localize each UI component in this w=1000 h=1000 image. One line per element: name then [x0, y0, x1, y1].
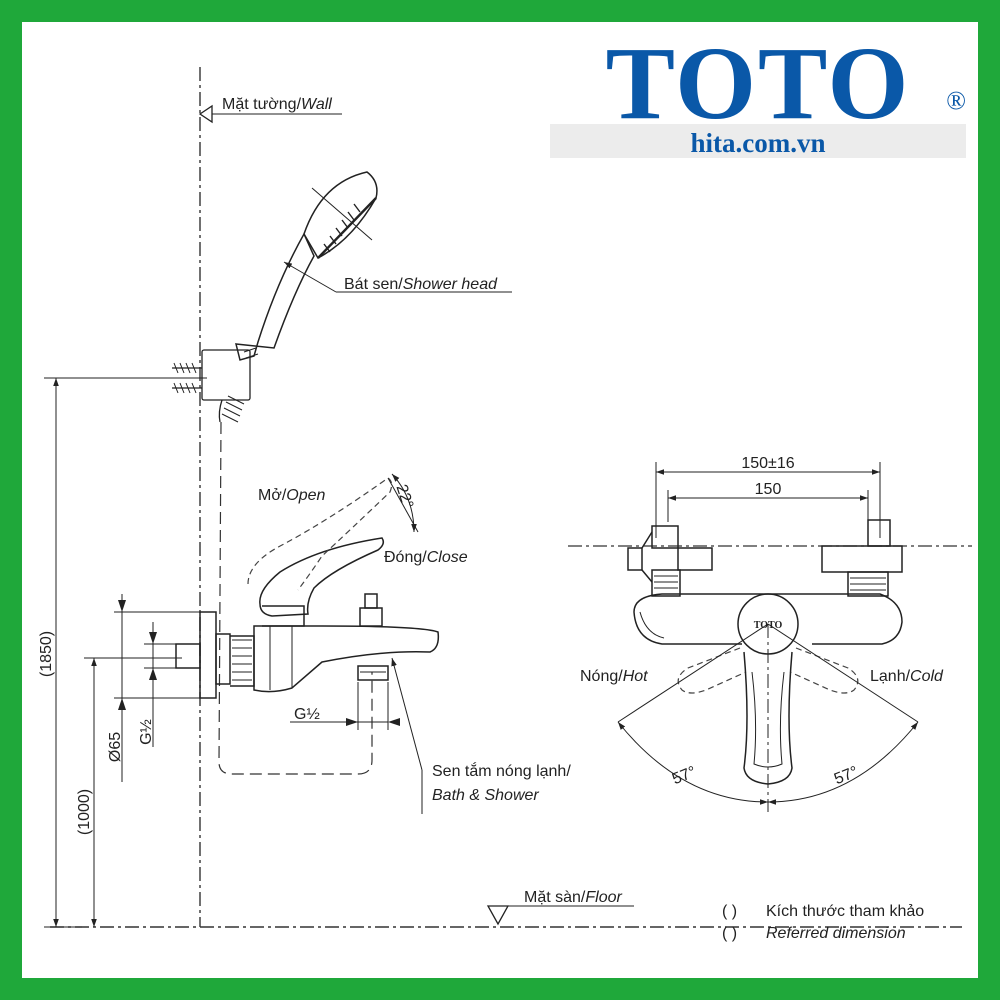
- wall-marker-icon: [198, 104, 213, 124]
- technical-drawing: Mặt tường/Wall Mặt sàn/Floor (1850) (100…: [38, 67, 972, 942]
- wall-label: Mặt tường/Wall: [222, 96, 332, 113]
- dim-1850-label: (1850): [38, 631, 55, 677]
- dim-150-label: 150: [755, 481, 782, 498]
- shower-head-label: Bát sen/Shower head: [344, 276, 498, 293]
- dim-150-16-label: 150±16: [741, 455, 794, 472]
- mixer-front-view: [627, 519, 903, 785]
- legend-text-1: Kích thước tham khảo: [766, 903, 924, 920]
- legend-paren-1: ( ): [722, 903, 737, 920]
- angle-arc-left: [617, 721, 769, 805]
- mixer-label-vi: Sen tắm nóng lạnh/: [432, 761, 571, 780]
- hot-label: Nóng/Hot: [580, 668, 648, 685]
- handle-open-position: [247, 477, 393, 591]
- brand-site-bar: [550, 124, 966, 158]
- dim-g-side-label: G½: [138, 719, 155, 745]
- floor-marker-icon: [486, 905, 510, 926]
- open-label: Mở/Open: [258, 487, 326, 504]
- dim-1000-label: (1000): [76, 789, 93, 835]
- angle-cold-label: 57°: [832, 763, 861, 788]
- angle-arc-right: [767, 721, 919, 805]
- shower-hose: [218, 421, 373, 775]
- toto-logo: TOTO: [605, 26, 911, 141]
- wall-bracket: [172, 349, 251, 423]
- drawing-frame: Mặt tường/Wall Mặt sàn/Floor (1850) (100…: [22, 22, 978, 978]
- angle-22-label: 22°: [392, 482, 416, 510]
- close-label: Đóng/Close: [384, 549, 468, 566]
- floor-label: Mặt sàn/Floor: [524, 889, 622, 906]
- registered-mark: ®: [946, 86, 966, 115]
- mixer-label-en: Bath & Shower: [432, 787, 539, 804]
- cold-label: Lạnh/Cold: [870, 668, 944, 685]
- shower-head: [235, 171, 378, 361]
- g-bottom-label: G½: [294, 706, 320, 723]
- legend-paren-2: ( ): [722, 925, 737, 942]
- brand-block: TOTO ® hita.com.vn: [550, 32, 966, 160]
- angle-22-arc: [391, 473, 417, 533]
- legend-text-2: Referred dimension: [766, 925, 906, 942]
- brand-website: hita.com.vn: [690, 128, 826, 158]
- angle-hot-label: 57°: [670, 763, 699, 788]
- mixer-side-view: [175, 537, 440, 699]
- dim-d65-label: Ø65: [107, 732, 124, 762]
